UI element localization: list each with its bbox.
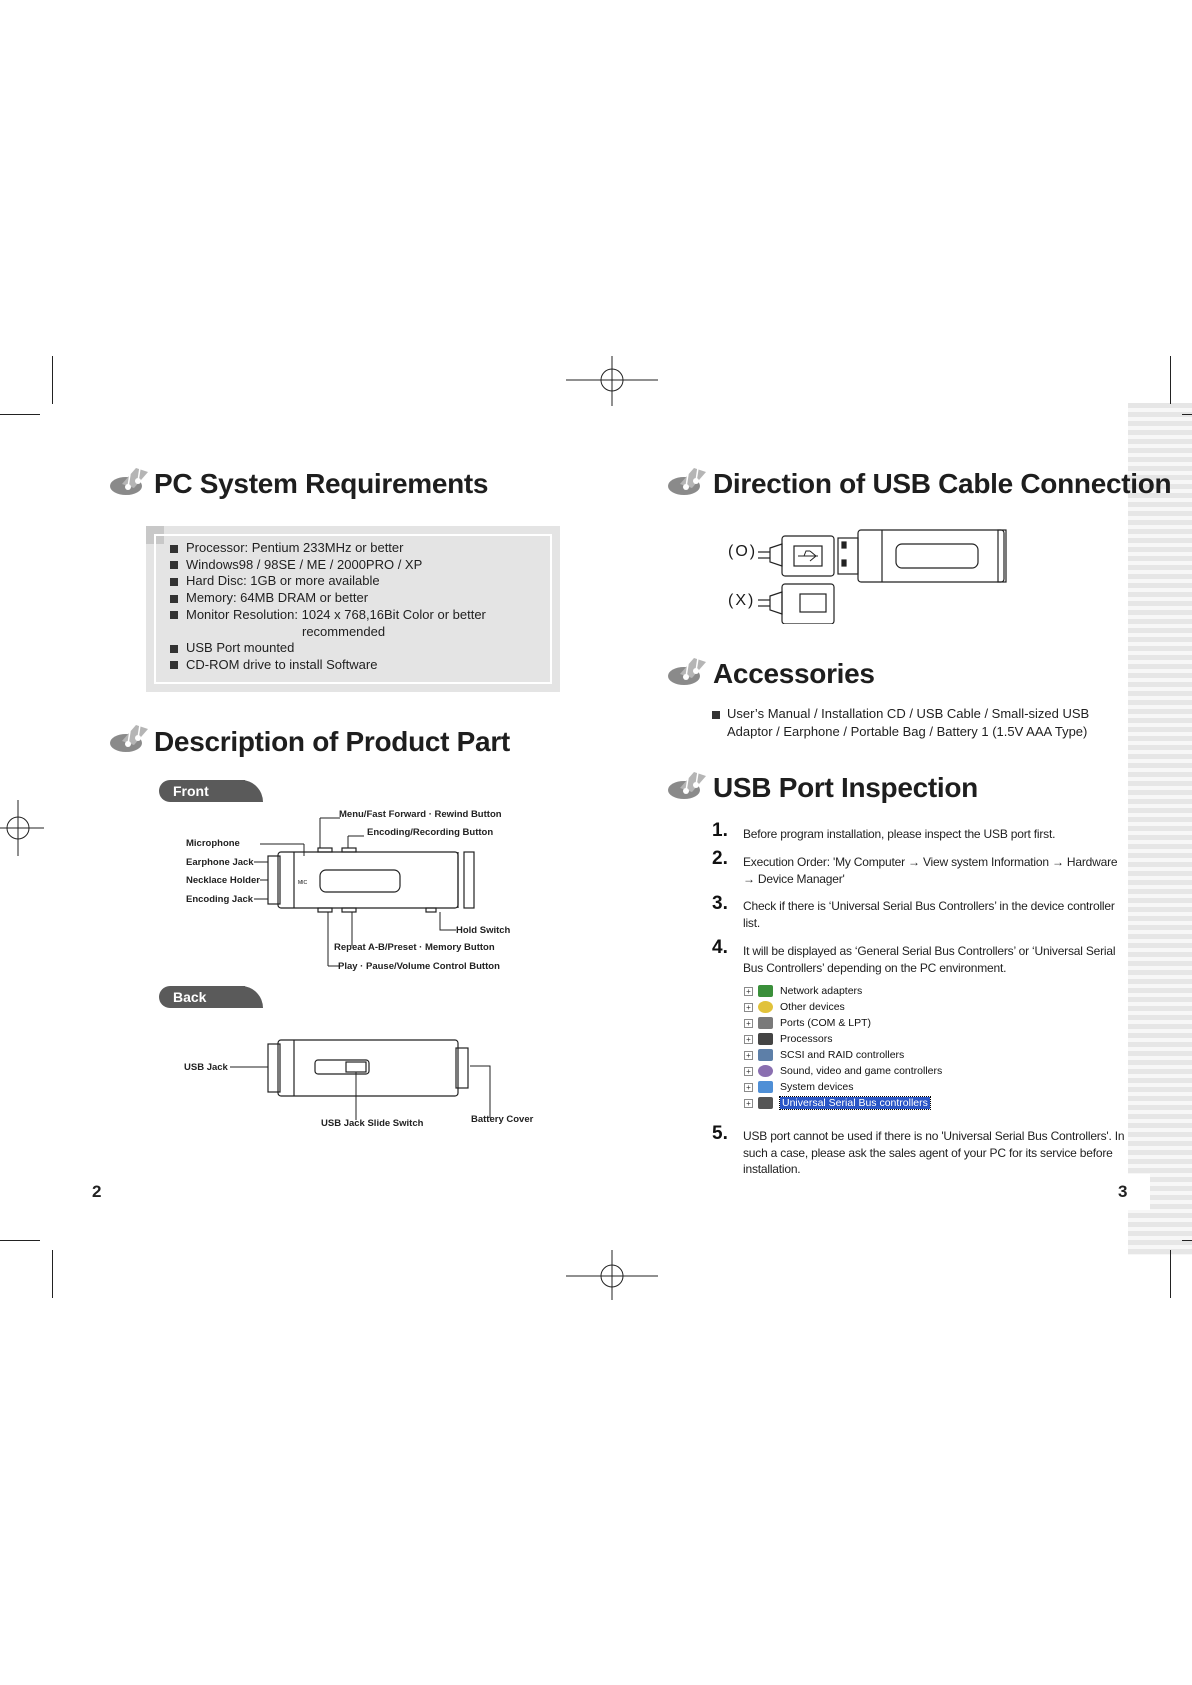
back-device-diagram <box>230 1039 491 1120</box>
usb-direction-title: Direction of USB Cable Connection <box>713 468 1172 499</box>
step-number: 1. <box>712 820 728 841</box>
front-device-diagram: MIC <box>254 817 475 967</box>
device-item-other[interactable]: +Other devices <box>744 999 942 1015</box>
back-tag: Back <box>159 986 263 1008</box>
label-necklace-holder: Necklace Holder <box>186 875 260 886</box>
wrong-orientation-label: (X) <box>728 592 756 609</box>
scsi-icon <box>758 1049 773 1061</box>
music-note-icon <box>668 657 706 685</box>
accessories-text: User’s Manual / Installation CD / USB Ca… <box>727 706 1090 739</box>
list-item: Memory: 64MB DRAM or better <box>170 590 486 607</box>
page-number-tab <box>1090 1174 1150 1210</box>
page-edge-stripe <box>1128 403 1192 1255</box>
registration-mark-left <box>0 800 44 856</box>
page-number-right: 3 <box>1118 1182 1128 1201</box>
step-text: Before program installation, please insp… <box>743 827 1056 841</box>
device-item-system[interactable]: +System devices <box>744 1079 942 1095</box>
step-number: 4. <box>712 937 728 958</box>
step-text: USB port cannot be used if there is no '… <box>743 1129 1125 1176</box>
device-item-scsi[interactable]: +SCSI and RAID controllers <box>744 1047 942 1063</box>
device-item-network[interactable]: +Network adapters <box>744 983 942 999</box>
label-battery-cover: Battery Cover <box>471 1114 534 1125</box>
svg-text:MIC: MIC <box>298 880 308 886</box>
list-item: Windows98 / 98SE / ME / 2000PRO / XP <box>170 557 486 574</box>
label-hold-switch: Hold Switch <box>456 925 511 936</box>
list-item: Monitor Resolution: 1024 x 768,16Bit Col… <box>170 607 486 640</box>
step-number: 5. <box>712 1123 728 1144</box>
music-note-icon <box>668 467 706 495</box>
label-earphone-jack: Earphone Jack <box>186 857 254 868</box>
requirements-box: Processor: Pentium 233MHz or better Wind… <box>146 526 560 692</box>
label-slide-switch: USB Jack Slide Switch <box>321 1118 424 1129</box>
music-note-icon <box>668 771 706 799</box>
device-item-ports[interactable]: +Ports (COM & LPT) <box>744 1015 942 1031</box>
question-icon <box>758 1001 773 1013</box>
label-microphone: Microphone <box>186 838 240 849</box>
list-item: CD-ROM drive to install Software <box>170 657 486 674</box>
registration-mark-bottom <box>566 1250 658 1300</box>
page-number-left: 2 <box>92 1182 102 1201</box>
step-text: Check if there is ‘Universal Serial Bus … <box>743 899 1115 930</box>
music-note-icon <box>110 724 148 752</box>
list-item: USB Port mounted <box>170 640 486 657</box>
speaker-icon <box>758 1065 773 1077</box>
step-text: It will be displayed as ‘General Serial … <box>743 944 1116 975</box>
music-note-icon <box>110 467 148 495</box>
port-icon <box>758 1017 773 1029</box>
requirements-title: PC System Requirements <box>154 468 489 499</box>
device-item-processors[interactable]: +Processors <box>744 1031 942 1047</box>
label-play-button: Play · Pause/Volume Control Button <box>338 961 500 972</box>
label-encoding-jack: Encoding Jack <box>186 894 254 905</box>
label-usb-jack: USB Jack <box>184 1062 228 1073</box>
usb-connection-diagram <box>758 529 1007 624</box>
step-text: Execution Order: 'My Computer → View sys… <box>743 855 1118 886</box>
list-item: Hard Disc: 1GB or more available <box>170 573 486 590</box>
chip-icon <box>758 1033 773 1045</box>
device-manager-list: +Network adapters +Other devices +Ports … <box>744 983 942 1111</box>
label-menu-button: Menu/Fast Forward · Rewind Button <box>339 809 502 820</box>
device-item-sound[interactable]: +Sound, video and game controllers <box>744 1063 942 1079</box>
front-tag: Front <box>159 780 263 802</box>
device-item-usb[interactable]: +Universal Serial Bus controllers <box>744 1095 942 1111</box>
accessories-title: Accessories <box>713 658 875 689</box>
network-adapter-icon <box>758 985 773 997</box>
requirements-list: Processor: Pentium 233MHz or better Wind… <box>170 540 486 674</box>
list-item: Processor: Pentium 233MHz or better <box>170 540 486 557</box>
step-number: 3. <box>712 893 728 914</box>
computer-icon <box>758 1081 773 1093</box>
correct-orientation-label: (O) <box>728 543 758 560</box>
step-number: 2. <box>712 848 728 869</box>
label-repeat-button: Repeat A-B/Preset · Memory Button <box>334 942 495 953</box>
inspection-title: USB Port Inspection <box>713 772 978 803</box>
label-encoding-button: Encoding/Recording Button <box>367 827 494 838</box>
bullet-square <box>712 711 720 719</box>
registration-mark-top <box>566 356 658 406</box>
product-title: Description of Product Part <box>154 726 510 757</box>
usb-icon <box>758 1097 773 1109</box>
